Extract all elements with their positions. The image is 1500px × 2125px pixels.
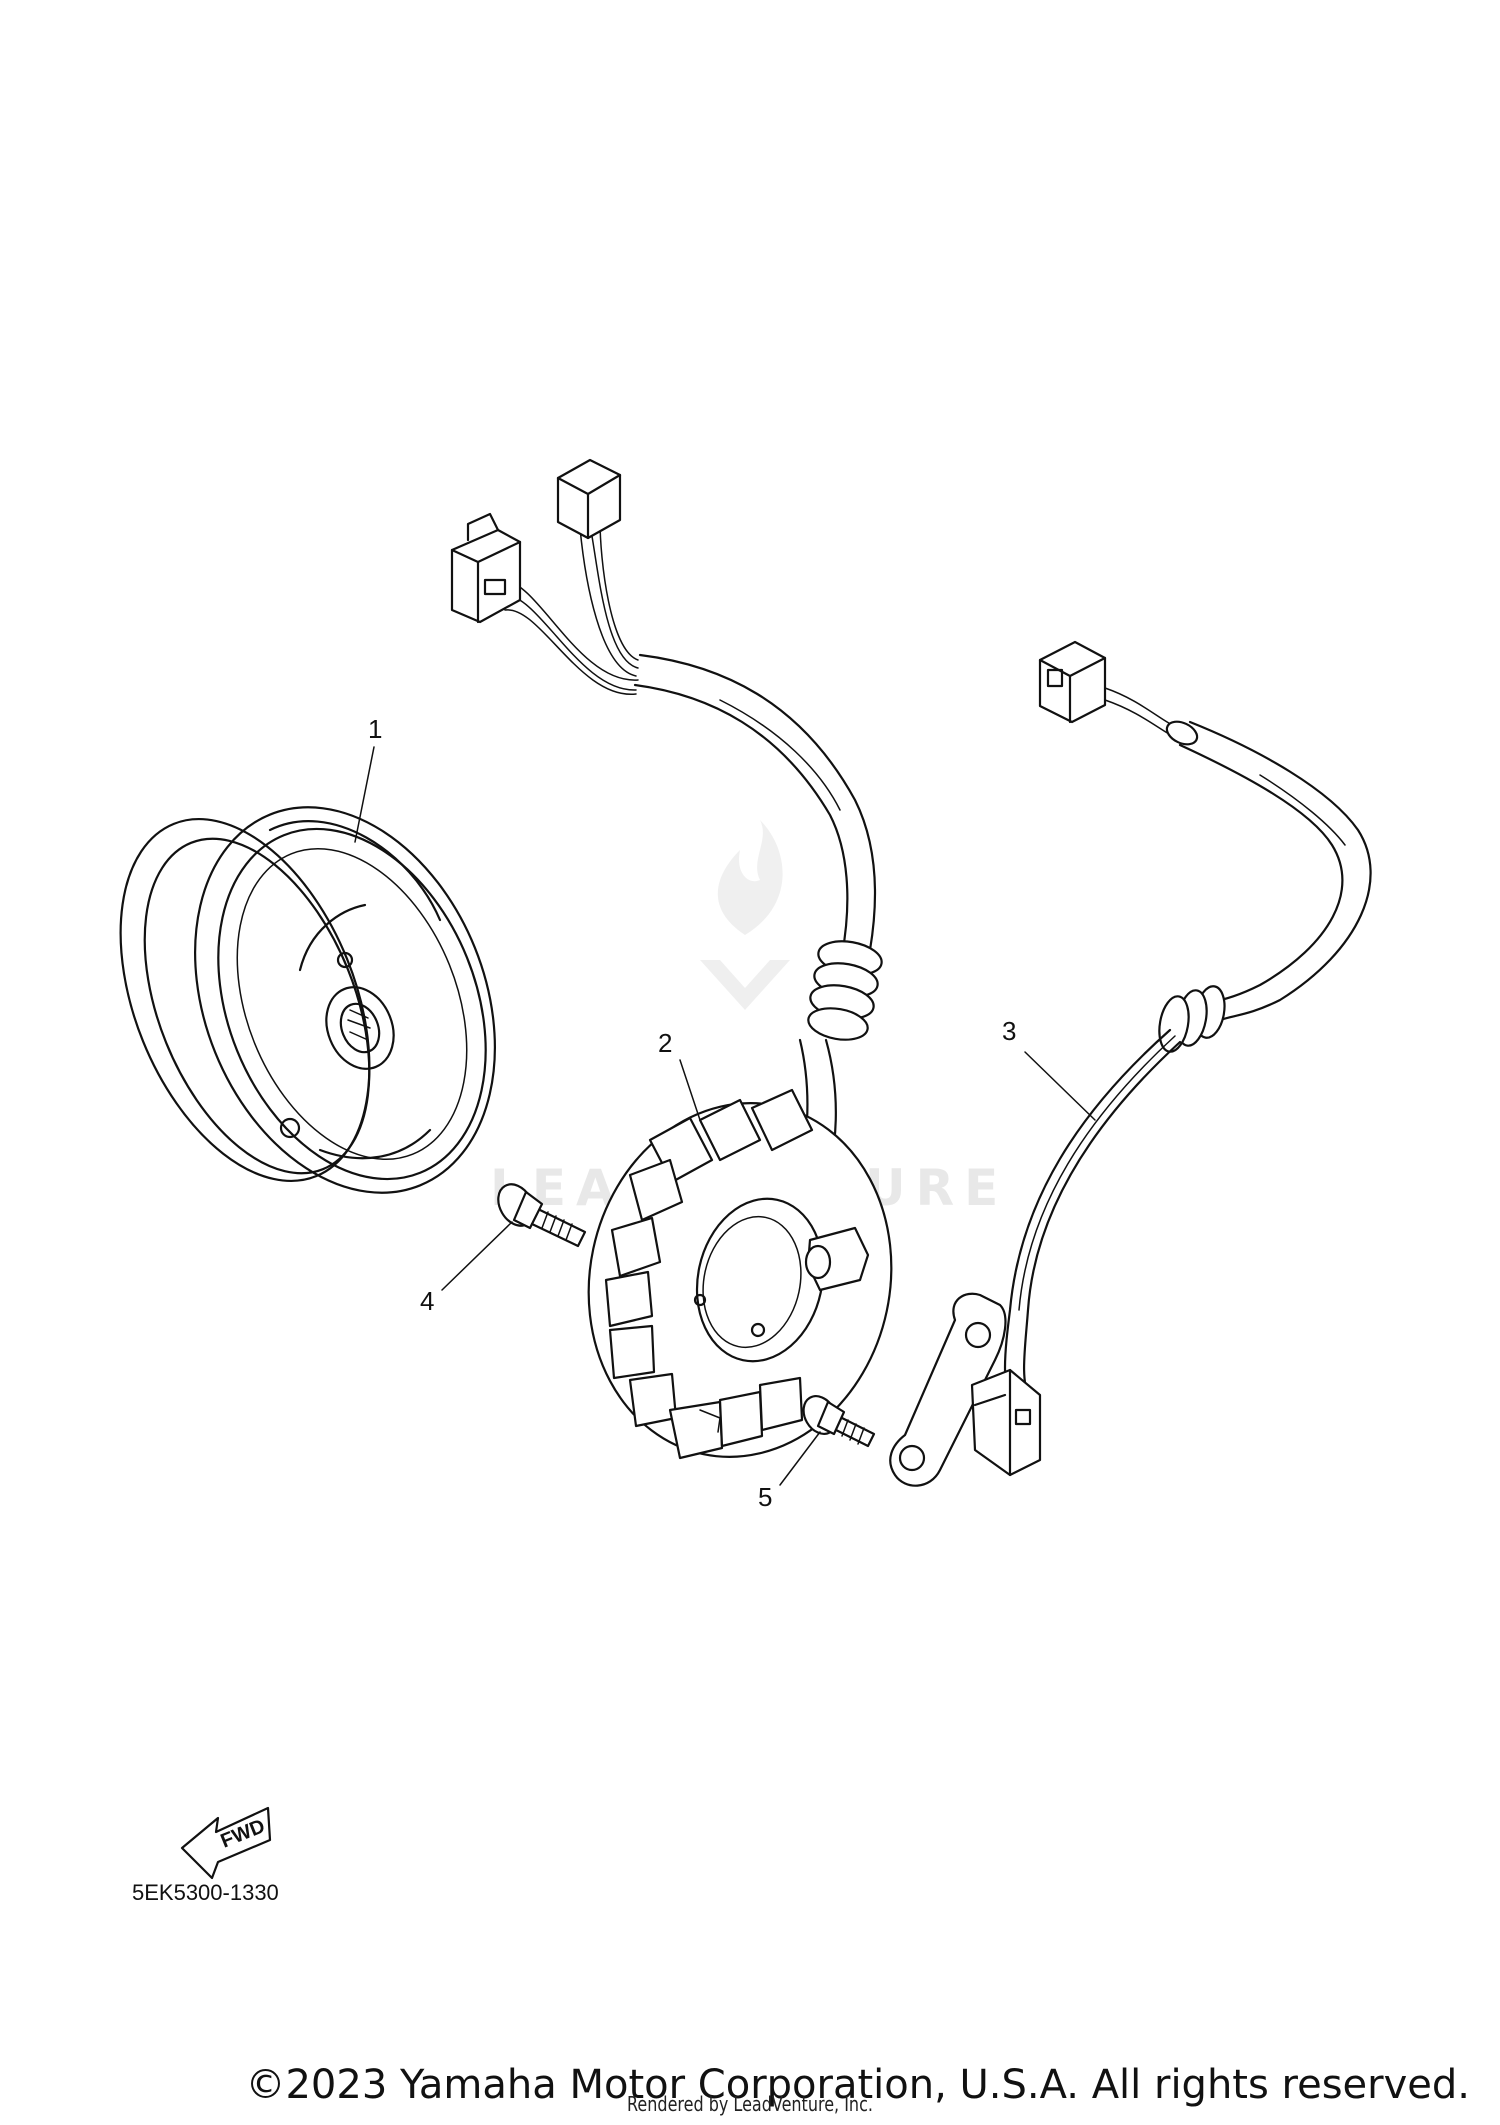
callout-4: 4 [420, 1286, 434, 1316]
pickup-grommet [1158, 985, 1226, 1053]
part-3-pickup-coil [889, 640, 1372, 1487]
callout-leaders [354, 746, 1096, 1486]
fwd-arrow-icon: FWD [180, 1806, 272, 1880]
part-code: 5EK5300-1330 [132, 1880, 279, 1905]
callout-1: 1 [368, 714, 382, 744]
pickup-connector [1038, 640, 1107, 724]
stator-connector-b [450, 512, 522, 624]
part-1-rotor [119, 806, 496, 1194]
part-4-bolt [497, 1183, 587, 1248]
stator-connector-a [556, 458, 622, 540]
callout-5: 5 [758, 1482, 772, 1512]
stator-grommet [807, 940, 883, 1041]
part-5-bolt [802, 1395, 876, 1448]
callout-2: 2 [658, 1028, 672, 1058]
part-2-stator [450, 458, 893, 1460]
rendered-by-notice: Rendered by LeadVenture, Inc. [627, 2092, 873, 2116]
callout-3: 3 [1002, 1016, 1016, 1046]
copyright-notice: ©2023 Yamaha Motor Corporation, U.S.A. A… [245, 2062, 1470, 2108]
